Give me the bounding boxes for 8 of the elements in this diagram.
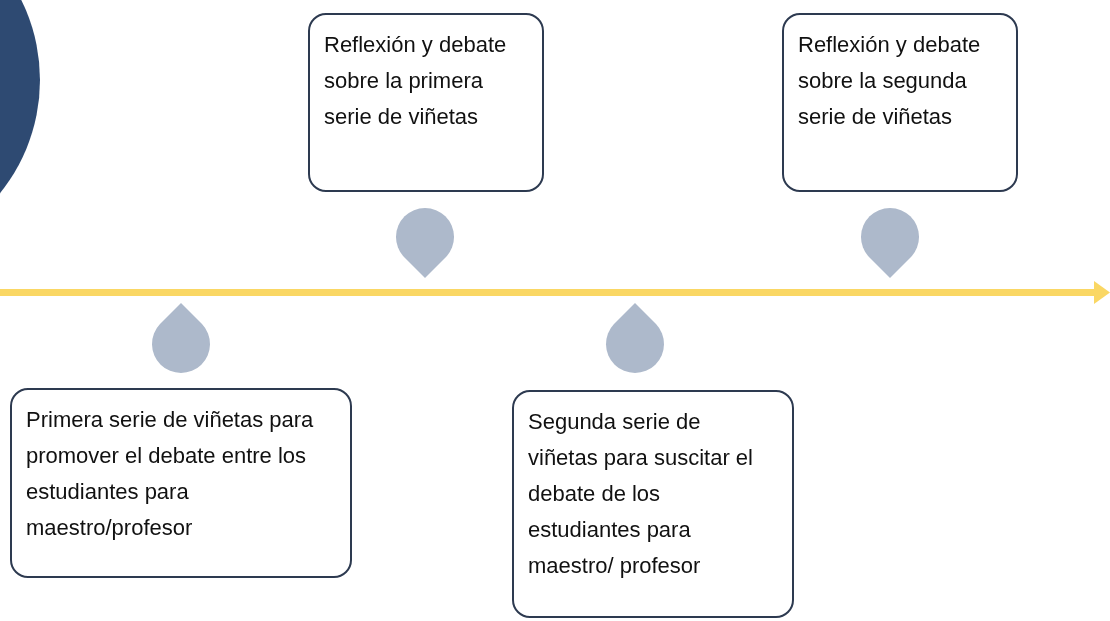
event-text: Reflexión y debate sobre la primera serie de viñetas bbox=[324, 31, 508, 131]
event-text: Segunda serie de viñetas para suscitar el debate de los estudiantes para maestro/ profesor bbox=[528, 408, 754, 580]
event-text: Reflexión y debate sobre la segunda serie de viñetas bbox=[798, 31, 982, 131]
event-text: Primera serie de viñetas para promover el debate entre los estudiantes para maestro/profesor bbox=[26, 406, 315, 542]
event-box bbox=[10, 388, 352, 578]
event-box bbox=[308, 13, 544, 192]
event-box bbox=[782, 13, 1018, 192]
event-box bbox=[512, 390, 794, 618]
